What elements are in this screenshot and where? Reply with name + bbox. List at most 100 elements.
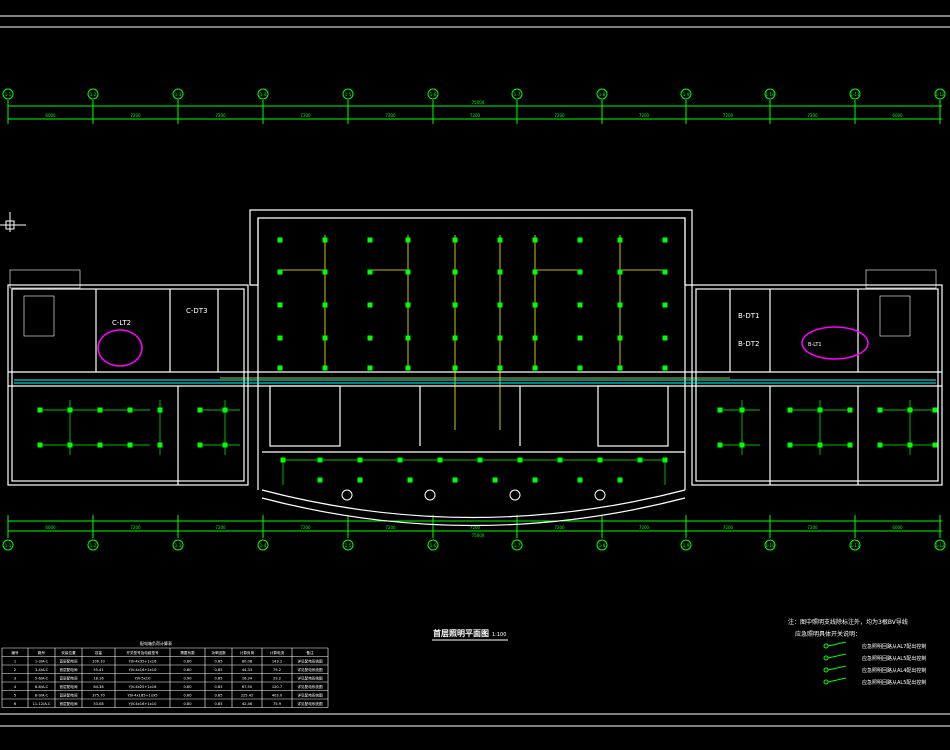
table-cell: 4 [14,685,17,689]
table-cell: 3-4/A-C [35,668,49,672]
axis-circle-bottom [342,539,354,551]
light-fixture-icon [577,477,583,483]
light-fixtures [37,237,938,501]
light-fixture-icon [322,269,328,275]
axis-label-top: 1-4 [260,92,267,97]
table-cell: 75.9 [273,702,282,706]
table-cell: 84.38 [93,685,104,689]
room-label-b-dt2: B-DT2 [738,340,759,348]
light-fixture-icon [222,407,228,413]
light-fixture-icon [617,477,623,483]
axis-circle-top [934,88,946,100]
light-fixture-icon [317,477,323,483]
table-header-cell: 容量 [95,650,103,655]
light-fixture-icon [532,335,538,341]
span-dimension-bottom: 7200 [807,525,818,530]
span-dimension-bottom: 7200 [300,525,311,530]
table-cell: 0.90 [183,677,192,681]
light-fixture-icon [717,442,723,448]
axis-circle-bottom [427,539,439,551]
span-dimensions: 6000600072007200720072007200720072007200… [45,113,903,530]
light-fixture-icon [617,335,623,341]
light-fixture-icon [397,457,403,463]
light-fixture-icon [405,302,411,308]
axis-circle-top [257,88,269,100]
light-fixture-icon [437,457,443,463]
light-fixture-icon [277,237,283,243]
axis-circle-bottom [596,539,608,551]
span-dimension-top: 7200 [639,113,650,118]
axis-label-bottom: 1-3 [175,543,182,548]
axis-label-top: 1-9 [683,92,690,97]
table-cell: 详见配电系统图 [297,684,323,689]
axis-circle-top [680,88,692,100]
light-fixture-icon [739,407,745,413]
table-cell: 2 [14,668,16,672]
light-fixture-icon [907,442,913,448]
table-cell: 8-9/A-C [35,694,49,698]
table-cell: 0.80 [183,660,192,664]
table-cell: 首层配电间 [60,667,78,672]
cable-trunk [14,379,936,384]
table-cell: 18.16 [93,677,104,681]
table-cell: 80.08 [242,660,253,664]
table-cell: 0.85 [214,694,222,698]
light-fixture-icon [577,237,583,243]
table-cell: 120.7 [272,685,282,689]
table-header-cell: 计算电流 [270,650,285,655]
table-cell: 225.42 [241,694,254,698]
light-fixture-icon [577,269,583,275]
span-dimension-top: 7200 [215,113,226,118]
light-fixture-icon [497,269,503,275]
downlight-icon [594,489,606,501]
building-walls [7,209,943,527]
table-cell: 403.0 [272,694,283,698]
light-fixture-icon [452,269,458,275]
light-fixture-icon [557,457,563,463]
table-cell: 详见配电系统图 [297,676,323,681]
light-fixture-icon [617,302,623,308]
light-fixture-icon [452,237,458,243]
axis-circle-top [511,88,523,100]
span-dimension-top: 7200 [300,113,311,118]
axis-label-top: 1-12 [935,92,945,97]
table-cell: 5-6/A-C [35,677,49,681]
table-cell: 0.85 [214,668,222,672]
light-fixture-icon [497,365,503,371]
table-cell: 5 [14,694,16,698]
table-cell: 6 [14,702,17,706]
light-fixture-icon [532,269,538,275]
span-dimension-top: 7200 [554,113,565,118]
light-fixture-icon [452,365,458,371]
table-cell: 100.10 [92,660,105,664]
light-fixture-icon [617,269,623,275]
axis-label-top: 1-7 [514,92,521,97]
light-fixture-icon [367,269,373,275]
span-dimension-bottom: 6000 [892,525,903,530]
light-fixture-icon [127,442,133,448]
table-cell: 0.85 [214,660,222,664]
light-fixture-icon [357,457,363,463]
light-fixture-icon [617,237,623,243]
table-cell: 42.46 [242,702,253,706]
light-fixture-icon [787,407,793,413]
light-fixture-icon [322,365,328,371]
light-fixture-icon [367,335,373,341]
span-dimension-top: 6000 [892,113,903,118]
crosshair-cursor-icon [0,212,26,232]
table-header-cell: 需要系数 [180,650,195,655]
light-fixture-icon [662,457,668,463]
light-fixture-icon [577,365,583,371]
light-fixture-icon [127,407,133,413]
light-fixture-icon [662,365,668,371]
table-cell: 16.34 [242,677,253,681]
light-fixture-icon [532,237,538,243]
span-dimension-bottom: 6000 [45,525,56,530]
light-fixture-icon [662,237,668,243]
axis-circle-bottom [2,539,14,551]
light-fixture-icon [37,442,43,448]
axis-label-top: 1-1 [5,92,12,97]
axis-circle-bottom [87,539,99,551]
